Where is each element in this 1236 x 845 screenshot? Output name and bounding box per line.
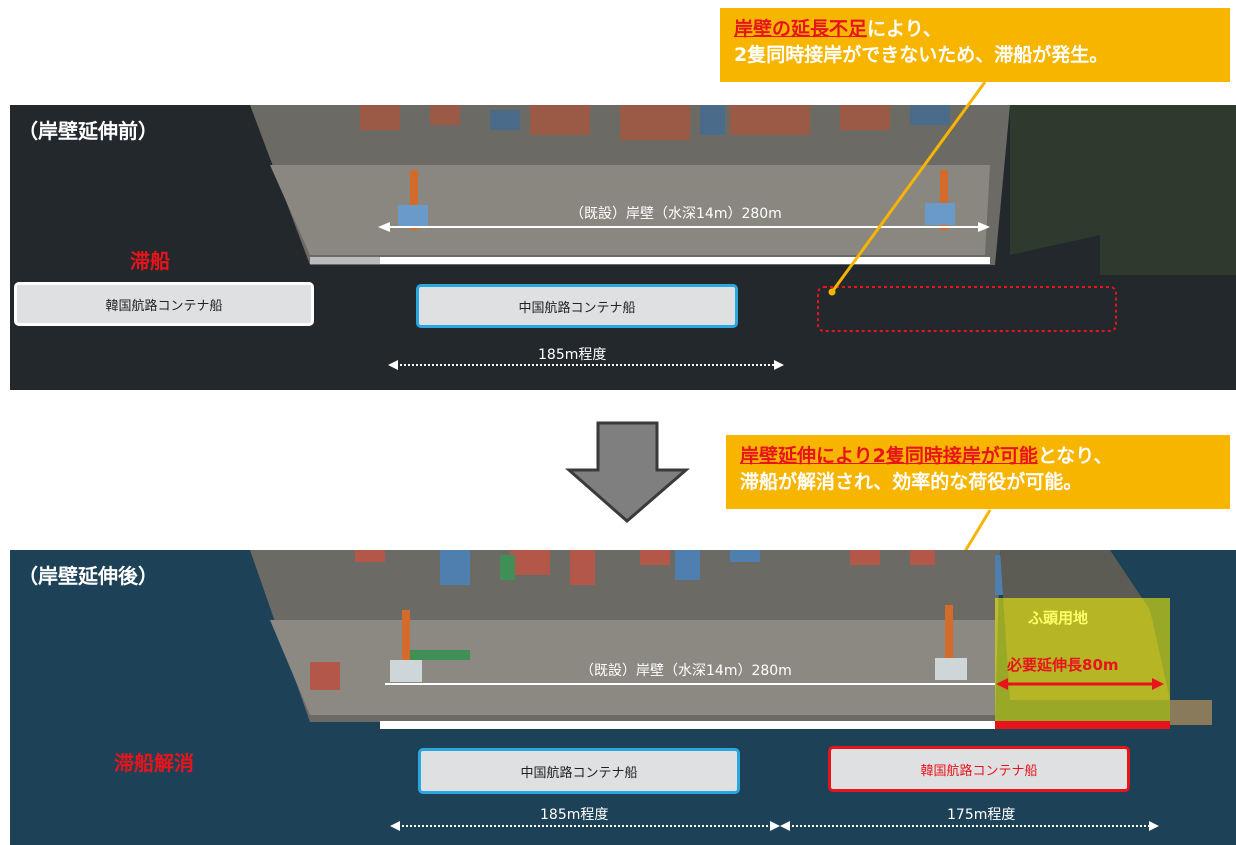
after-status-resolved: 滞船解消 xyxy=(114,751,194,775)
down-arrow-icon xyxy=(565,421,690,523)
before-ship-length: 185m程度 xyxy=(538,347,607,363)
callout-resolved-highlight: 岸壁延伸により2隻同時接岸が可能 xyxy=(740,445,1038,467)
after-quay-label: （既設）岸壁（水深14m）280m xyxy=(580,663,792,679)
china-ship: 中国航路コンテナ船 xyxy=(418,748,740,794)
callout-shortage: 岸壁の延長不足により、 2隻同時接岸ができないため、滞船が発生。 xyxy=(720,8,1230,82)
korea-ship: 韓国航路コンテナ船 xyxy=(828,746,1130,792)
callout-shortage-rest: により、 xyxy=(867,18,942,40)
after-aerial-photo xyxy=(250,550,1212,831)
before-panel-title: （岸壁延伸前） xyxy=(18,119,158,143)
before-extension-panel: （岸壁延伸前） 滞船 （既設）岸壁（水深14m）280m 韓国航路コンテナ船 中… xyxy=(10,105,1236,390)
callout-resolved-rest: となり、 xyxy=(1037,445,1113,467)
callout-shortage-highlight: 岸壁の延長不足 xyxy=(734,18,868,40)
after-panel-title: （岸壁延伸後） xyxy=(18,564,158,588)
callout-resolved-line2: 滞船が解消され、効率的な荷役が可能。 xyxy=(740,471,1083,493)
waiting-korea-ship: 韓国航路コンテナ船 xyxy=(14,282,314,326)
extension-length-label: 必要延伸長80m xyxy=(1007,656,1119,674)
after-extension-panel: （岸壁延伸後） 滞船解消 （既設）岸壁（水深14m）280m ふ頭用地 必要延伸… xyxy=(10,550,1236,845)
before-status-waiting: 滞船 xyxy=(130,249,170,273)
yard-label: ふ頭用地 xyxy=(1028,609,1089,627)
before-quay-label: （既設）岸壁（水深14m）280m xyxy=(570,206,782,222)
callout-resolved: 岸壁延伸により2隻同時接岸が可能となり、 滞船が解消され、効率的な荷役が可能。 xyxy=(726,435,1230,509)
before-aerial-photo xyxy=(250,105,1236,370)
china-ship-length: 185m程度 xyxy=(540,807,609,823)
korea-ship-length: 175m程度 xyxy=(947,807,1016,823)
callout-shortage-line2: 2隻同時接岸ができないため、滞船が発生。 xyxy=(734,44,1109,66)
berthed-china-ship: 中国航路コンテナ船 xyxy=(416,284,738,328)
